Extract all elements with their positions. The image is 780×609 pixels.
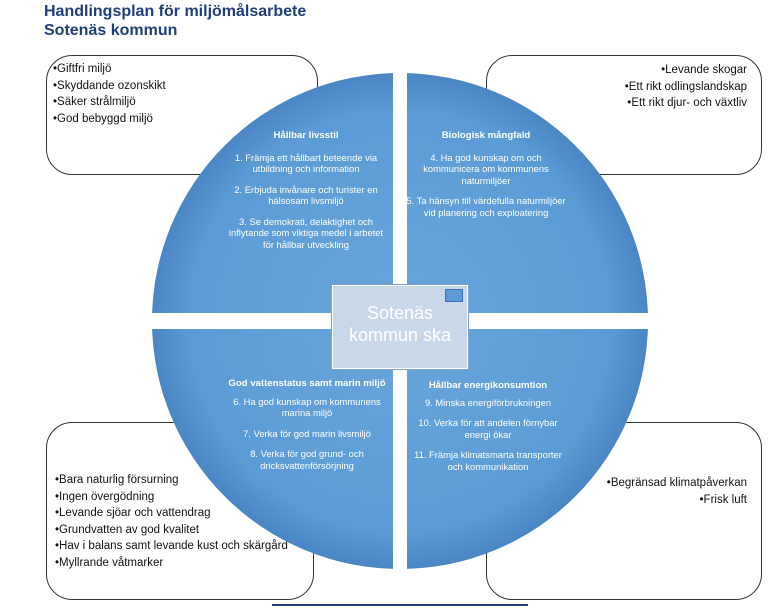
goal-item: Myllrande våtmarker bbox=[55, 555, 288, 572]
goal-item: Levande skogar bbox=[625, 62, 747, 79]
goal-item: Ett rikt odlingslandskap bbox=[625, 79, 747, 96]
quadrant-item: 6. Ha god kunskap om kommunens marina mi… bbox=[233, 395, 381, 419]
quadrant-bottom-right: Hållbar energikonsumtion 9. Minska energ… bbox=[408, 380, 568, 481]
goals-list: Giftfri miljöSkyddande ozonskiktSäker st… bbox=[53, 61, 166, 127]
goal-item: Grundvatten av god kvalitet bbox=[55, 522, 288, 539]
page-title: Handlingsplan för miljömålsarbete Sotenä… bbox=[44, 2, 306, 40]
center-label-line-1: Sotenäs bbox=[366, 303, 434, 323]
quadrant-item: 7. Verka för god marin livsmiljö bbox=[243, 427, 371, 439]
quadrant-title: Biologisk mångfald bbox=[441, 130, 531, 141]
center-label: Sotenäs kommun ska bbox=[333, 302, 467, 346]
quadrant-item: 9. Minska energiförbrukningen bbox=[424, 396, 552, 408]
quadrant-item: 8. Verka för god grund- och dricksvatten… bbox=[250, 448, 364, 471]
goal-item: Levande sjöar och vattendrag bbox=[55, 505, 288, 522]
goal-item: Ett rikt djur- och växtliv bbox=[625, 95, 747, 112]
goal-item: Frisk luft bbox=[607, 492, 747, 509]
quadrant-item: 10. Verka för att andelen förnybar energ… bbox=[418, 417, 558, 440]
quadrant-item: 5. Ta hänsyn till värdefulla naturmiljöe… bbox=[406, 195, 566, 218]
title-line-1: Handlingsplan för miljömålsarbete bbox=[44, 3, 307, 20]
goal-item: Säker strålmiljö bbox=[53, 94, 166, 111]
mini-rectangle-icon bbox=[445, 289, 463, 302]
title-line-2: Sotenäs kommun bbox=[44, 22, 178, 39]
goals-list: Begränsad klimatpåverkanFrisk luft bbox=[607, 475, 747, 508]
quadrant-item: 11. Främja klimatsmarta transporter och … bbox=[414, 449, 562, 472]
quadrant-top-right: Biologisk mångfald 4. Ha god kunskap om … bbox=[406, 130, 566, 227]
goal-item: Hav i balans samt levande kust och skärg… bbox=[55, 538, 288, 555]
quadrant-item: 2. Erbjuda invånare och turister en häls… bbox=[234, 183, 378, 207]
center-box: Sotenäs kommun ska bbox=[332, 285, 468, 369]
goals-list: Levande skogarEtt rikt odlingslandskapEt… bbox=[625, 62, 747, 112]
goal-item: Skyddande ozonskikt bbox=[53, 78, 166, 95]
quadrant-title: Hållbar livsstil bbox=[273, 130, 339, 141]
quadrant-bottom-left: God vattenstatus samt marin miljö 6. Ha … bbox=[226, 378, 388, 480]
goal-item: God bebyggd miljö bbox=[53, 111, 166, 128]
goal-item: Ingen övergödning bbox=[55, 489, 288, 506]
goals-list: Bara naturlig försurningIngen övergödnin… bbox=[55, 472, 288, 571]
quadrant-title: God vattenstatus samt marin miljö bbox=[228, 378, 386, 389]
quadrant-item: 3. Se demokrati, delaktighet och inflyta… bbox=[228, 215, 384, 250]
quadrant-item: 4. Ha god kunskap om och kommunicera om … bbox=[423, 151, 549, 186]
goal-item: Giftfri miljö bbox=[53, 61, 166, 78]
goal-item: Begränsad klimatpåverkan bbox=[607, 475, 747, 492]
goal-item: Bara naturlig försurning bbox=[55, 472, 288, 489]
quadrant-top-left: Hållbar livsstil 1. Främja ett hållbart … bbox=[226, 130, 386, 259]
quadrant-item: 1. Främja ett hållbart beteende via utbi… bbox=[234, 151, 378, 175]
center-label-line-2: kommun ska bbox=[348, 325, 452, 345]
quadrant-title: Hållbar energikonsumtion bbox=[428, 380, 548, 391]
